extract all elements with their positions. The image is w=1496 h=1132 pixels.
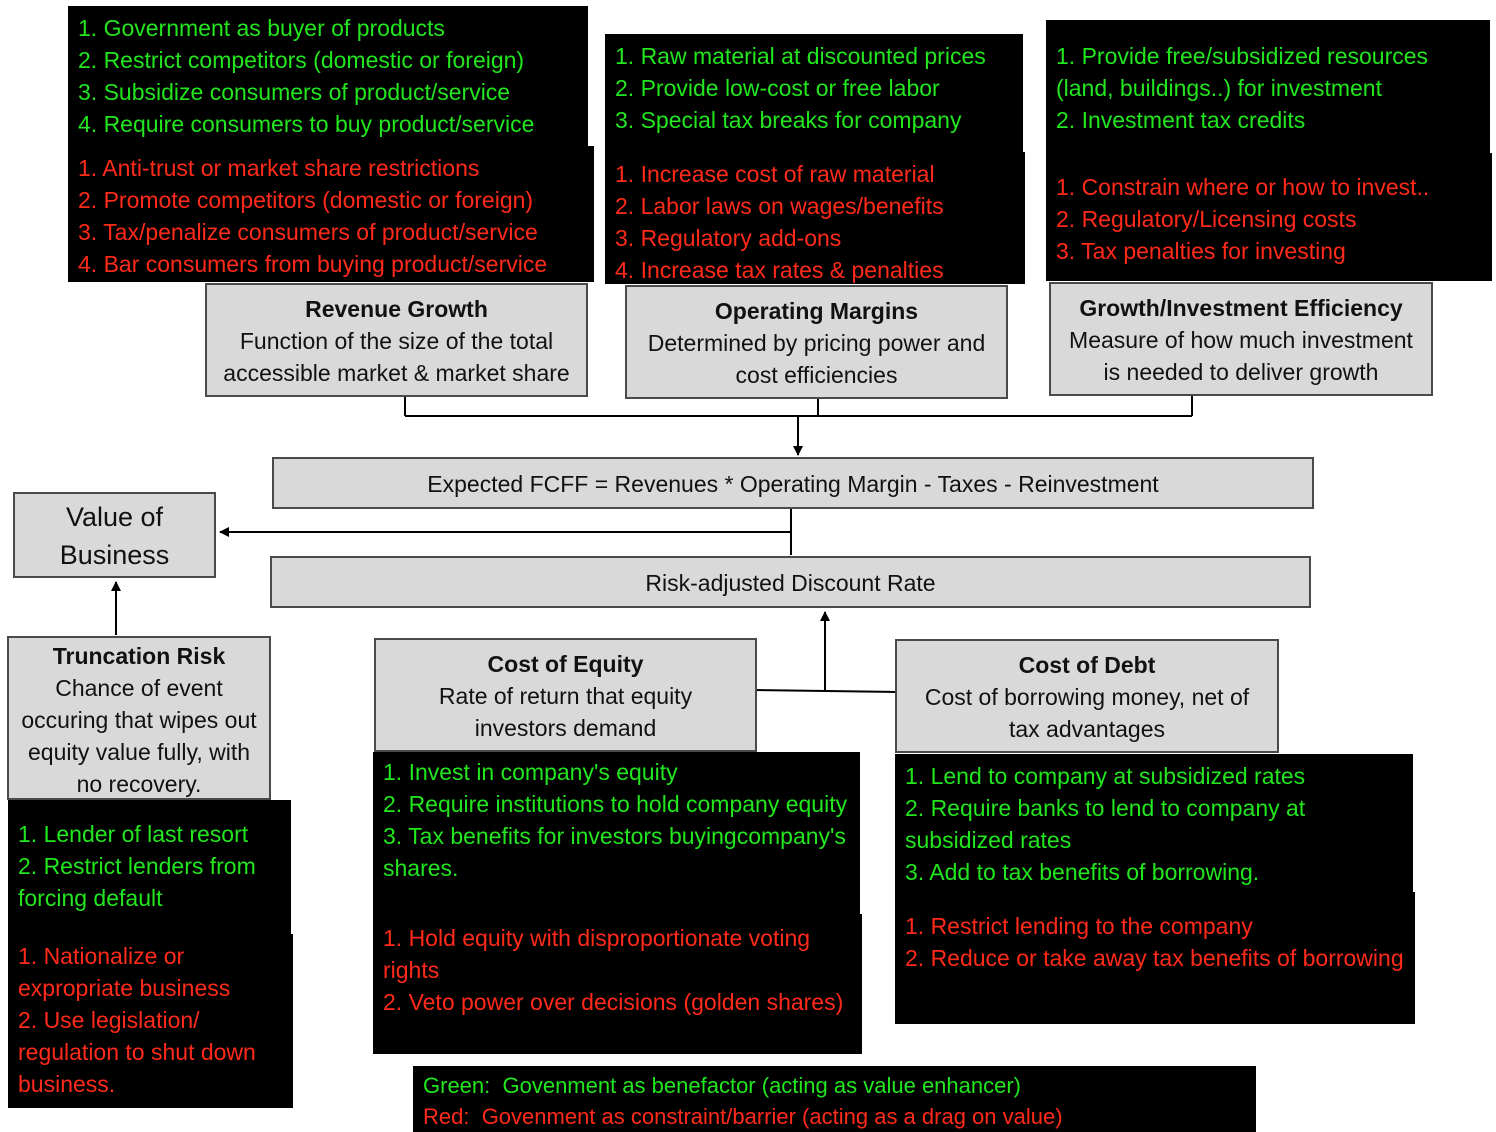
operating-margins-title: Operating Margins bbox=[714, 298, 919, 324]
cost-of-debt-title: Cost of Debt bbox=[1018, 652, 1156, 678]
policy-item: 1. Restrict lending to the company bbox=[905, 913, 1253, 939]
value-of-business-box: Value of Business bbox=[13, 492, 216, 578]
policy-item: 3. Subsidize consumers of product/servic… bbox=[78, 79, 511, 105]
growth-efficiency-description: Measure of how much investment is needed… bbox=[1069, 327, 1413, 385]
cost-of-equity-title: Cost of Equity bbox=[487, 651, 644, 677]
revenue-growth-benefactor-panel: 1. Government as buyer of products 2. Re… bbox=[68, 6, 588, 148]
policy-item: 4. Increase tax rates & penalties bbox=[615, 257, 944, 283]
legend: Green: Govenment as benefactor (acting a… bbox=[413, 1066, 1256, 1132]
policy-item: 3. Add to tax benefits of borrowing. bbox=[905, 859, 1260, 885]
policy-item: 1. Government as buyer of products bbox=[78, 15, 445, 41]
policy-item: 1. Lend to company at subsidized rates bbox=[905, 763, 1306, 789]
policy-item: 2. Provide low-cost or free labor bbox=[615, 75, 940, 101]
growth-efficiency-box: Growth/Investment Efficiency Measure of … bbox=[1049, 282, 1433, 396]
policy-item: 4. Require consumers to buy product/serv… bbox=[78, 111, 535, 137]
value-of-business-text: Value of Business bbox=[59, 502, 170, 570]
policy-item: 3. Tax penalties for investing bbox=[1056, 238, 1346, 264]
cost-of-debt-benefactor-panel: 1. Lend to company at subsidized rates 2… bbox=[895, 754, 1413, 894]
growth-efficiency-benefactor-panel: 1. Provide free/subsidized resources (la… bbox=[1046, 20, 1490, 155]
policy-item: 1. Provide free/subsidized resources (la… bbox=[1056, 43, 1435, 101]
truncation-risk-description: Chance of event occuring that wipes out … bbox=[21, 675, 257, 797]
policy-item: 2. Labor laws on wages/benefits bbox=[615, 193, 944, 219]
policy-item: 2. Reduce or take away tax benefits of b… bbox=[905, 945, 1404, 971]
truncation-risk-box: Truncation Risk Chance of event occuring… bbox=[7, 636, 271, 800]
policy-item: 2. Veto power over decisions (golden sha… bbox=[383, 989, 844, 1015]
operating-margins-constraint-panel: 1. Increase cost of raw material 2. Labo… bbox=[605, 152, 1025, 284]
policy-item: 2. Restrict lenders from forcing default bbox=[18, 853, 263, 911]
revenue-growth-constraint-panel: 1. Anti-trust or market share restrictio… bbox=[68, 146, 594, 282]
discount-rate-text: Risk-adjusted Discount Rate bbox=[645, 570, 936, 596]
policy-item: 3. Tax benefits for investors buyingcomp… bbox=[383, 823, 853, 881]
truncation-risk-title: Truncation Risk bbox=[52, 643, 226, 669]
revenue-growth-box: Revenue Growth Function of the size of t… bbox=[205, 283, 588, 397]
operating-margins-box: Operating Margins Determined by pricing … bbox=[625, 285, 1008, 399]
cost-of-equity-box: Cost of Equity Rate of return that equit… bbox=[374, 638, 757, 752]
policy-item: 2. Require institutions to hold company … bbox=[383, 791, 848, 817]
policy-item: 1. Constrain where or how to invest.. bbox=[1056, 174, 1430, 200]
cost-of-debt-description: Cost of borrowing money, net of tax adva… bbox=[924, 684, 1250, 742]
policy-item: 1. Hold equity with disproportionate vot… bbox=[383, 925, 817, 983]
legend-benefactor: Green: Govenment as benefactor (acting a… bbox=[423, 1073, 1022, 1098]
legend-constraint: Red: Govenment as constraint/barrier (ac… bbox=[423, 1104, 1063, 1129]
policy-item: 1. Invest in company's equity bbox=[383, 759, 678, 785]
policy-item: 3. Tax/penalize consumers of product/ser… bbox=[78, 219, 538, 245]
policy-item: 2. Promote competitors (domestic or fore… bbox=[78, 187, 534, 213]
revenue-growth-title: Revenue Growth bbox=[305, 296, 488, 322]
revenue-growth-description: Function of the size of the total access… bbox=[223, 328, 570, 386]
fcff-text: Expected FCFF = Revenues * Operating Mar… bbox=[427, 471, 1159, 497]
cost-of-debt-constraint-panel: 1. Restrict lending to the company 2. Re… bbox=[895, 892, 1415, 1024]
policy-item: 3. Regulatory add-ons bbox=[615, 225, 842, 251]
fcff-box: Expected FCFF = Revenues * Operating Mar… bbox=[272, 457, 1314, 509]
policy-item: 2. Regulatory/Licensing costs bbox=[1056, 206, 1357, 232]
discount-rate-box: Risk-adjusted Discount Rate bbox=[270, 556, 1311, 608]
policy-item: 1. Increase cost of raw material bbox=[615, 161, 935, 187]
policy-item: 1. Lender of last resort bbox=[18, 821, 249, 847]
policy-item: 2. Require banks to lend to company at s… bbox=[905, 795, 1312, 853]
cost-of-equity-description: Rate of return that equity investors dem… bbox=[438, 683, 693, 741]
policy-item: 4. Bar consumers from buying product/ser… bbox=[78, 251, 548, 277]
growth-efficiency-title: Growth/Investment Efficiency bbox=[1079, 295, 1403, 321]
policy-item: 3. Special tax breaks for company bbox=[615, 107, 962, 133]
cost-of-equity-benefactor-panel: 1. Invest in company's equity 2. Require… bbox=[373, 752, 860, 916]
truncation-risk-constraint-panel: 1. Nationalize or expropriate business 2… bbox=[8, 934, 293, 1108]
operating-margins-description: Determined by pricing power and cost eff… bbox=[647, 330, 986, 388]
truncation-risk-benefactor-panel: 1. Lender of last resort 2. Restrict len… bbox=[8, 800, 291, 936]
policy-item: 1. Anti-trust or market share restrictio… bbox=[78, 155, 480, 181]
growth-efficiency-constraint-panel: 1. Constrain where or how to invest.. 2.… bbox=[1046, 153, 1492, 281]
policy-item: 1. Raw material at discounted prices bbox=[615, 43, 986, 69]
policy-item: 2. Use legislation/ regulation to shut d… bbox=[18, 1007, 263, 1097]
policy-item: 2. Investment tax credits bbox=[1056, 107, 1306, 133]
policy-item: 1. Nationalize or expropriate business bbox=[18, 943, 231, 1001]
cost-of-equity-constraint-panel: 1. Hold equity with disproportionate vot… bbox=[373, 914, 862, 1054]
cost-of-debt-box: Cost of Debt Cost of borrowing money, ne… bbox=[895, 639, 1279, 753]
policy-item: 2. Restrict competitors (domestic or for… bbox=[78, 47, 525, 73]
operating-margins-benefactor-panel: 1. Raw material at discounted prices 2. … bbox=[605, 34, 1023, 154]
